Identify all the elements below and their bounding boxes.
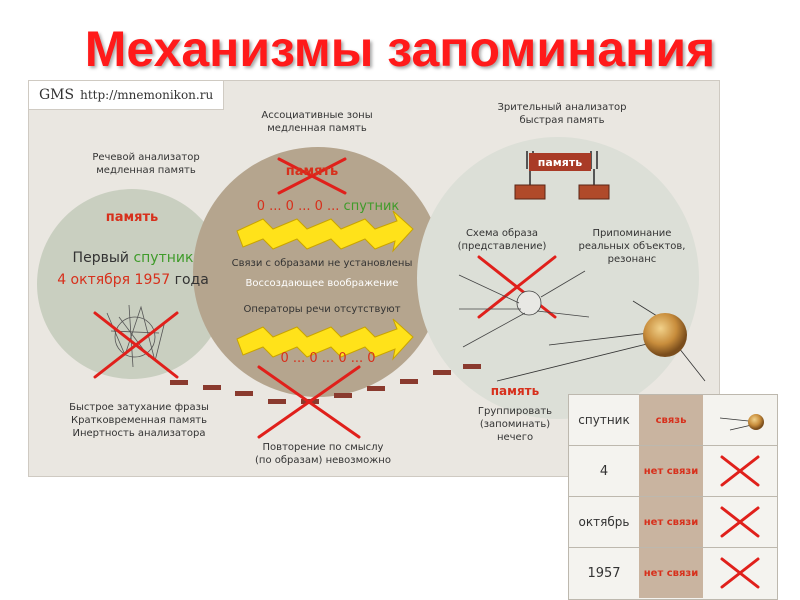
middle-header-line1: Ассоциативные зоны (261, 110, 373, 121)
table-row: октябрь нет связи (569, 497, 777, 548)
right-stamp-word: память (537, 156, 583, 169)
middle-note1: Связи с образами не установлены (231, 258, 413, 269)
middle-note3: Операторы речи отсутствуют (243, 304, 401, 315)
left-line1-a: Первый (72, 250, 129, 266)
right-scheme-line2: (представление) (457, 241, 547, 252)
page-title: Механизмы запоминания (84, 21, 716, 77)
table-word: октябрь (578, 515, 630, 529)
right-header-line2: быстрая память (519, 115, 605, 126)
table-word: спутник (578, 413, 630, 427)
memory-diagram: GMS http://mnemonikon.ru (28, 80, 720, 477)
table-link: нет связи (639, 497, 703, 547)
middle-footer-line2: (по образам) невозможно (255, 455, 391, 466)
satellite-icon (703, 395, 777, 445)
right-scheme-line1: Схема образа (465, 228, 539, 239)
stamp-box-right (578, 184, 610, 200)
sketch-drawing (106, 304, 166, 368)
left-header-line2: медленная память (96, 165, 196, 176)
stamp-box-left (514, 184, 546, 200)
table-row: спутник связь (569, 395, 777, 446)
lower-arrow (236, 318, 414, 361)
middle-note2: Воссоздающее воображение (245, 278, 399, 289)
table-word: 1957 (587, 565, 621, 581)
middle-seq2: 0 ... 0 ... 0 ... 0 (280, 351, 376, 366)
dash-path (170, 364, 481, 404)
upper-arrow (236, 210, 414, 253)
table-row: 1957 нет связи (569, 548, 777, 598)
gms-brand: GMS (39, 87, 75, 103)
left-header-line1: Речевой анализатор (92, 152, 200, 163)
satellite-ball (643, 313, 687, 357)
right-memory-word: память (490, 384, 540, 398)
left-memory-word: память (105, 210, 159, 225)
middle-seq1-b: спутник (343, 199, 400, 214)
middle-footer-line1: Повторение по смыслу (262, 442, 384, 453)
left-footer-line3: Инертность анализатора (72, 428, 206, 439)
table-link: связь (639, 395, 703, 445)
right-header-line1: Зрительный анализатор (497, 102, 627, 113)
table-row: 4 нет связи (569, 446, 777, 497)
left-line2-b: года (174, 272, 209, 288)
association-table: спутник связь 4 нет связи (568, 394, 778, 600)
left-footer-line2: Кратковременная память (71, 415, 207, 426)
right-footer-line2: (запоминать) (479, 419, 551, 430)
middle-memory-word: память (285, 164, 339, 179)
left-line2-a: 4 октября 1957 (57, 272, 171, 288)
right-recall-line3: резонанс (607, 254, 657, 265)
right-recall-line1: Припоминание (592, 228, 672, 239)
right-recall-line2: реальных объектов, (578, 241, 686, 252)
stamp-label-bg (529, 153, 591, 171)
cross-icon (703, 548, 777, 598)
middle-circle (193, 147, 443, 397)
cross-icon (703, 497, 777, 547)
table-link: нет связи (639, 446, 703, 496)
source-badge: GMS http://mnemonikon.ru (29, 81, 225, 110)
middle-header-line2: медленная память (267, 123, 367, 134)
table-word: 4 (599, 463, 609, 479)
cross-icon (703, 446, 777, 496)
right-footer-line1: Группировать (477, 406, 553, 417)
left-footer-line1: Быстрое затухание фразы (69, 402, 209, 413)
middle-seq1-a: 0 ... 0 ... 0 ... (256, 199, 340, 214)
right-footer-line3: нечего (496, 432, 534, 443)
left-line1-b: спутник (133, 250, 194, 266)
red-crosses (93, 157, 557, 439)
gms-url: http://mnemonikon.ru (80, 88, 214, 102)
satellite-sketch (458, 270, 590, 348)
diagram-graphics (93, 151, 706, 439)
right-circle (417, 137, 699, 419)
table-link: нет связи (639, 548, 703, 598)
